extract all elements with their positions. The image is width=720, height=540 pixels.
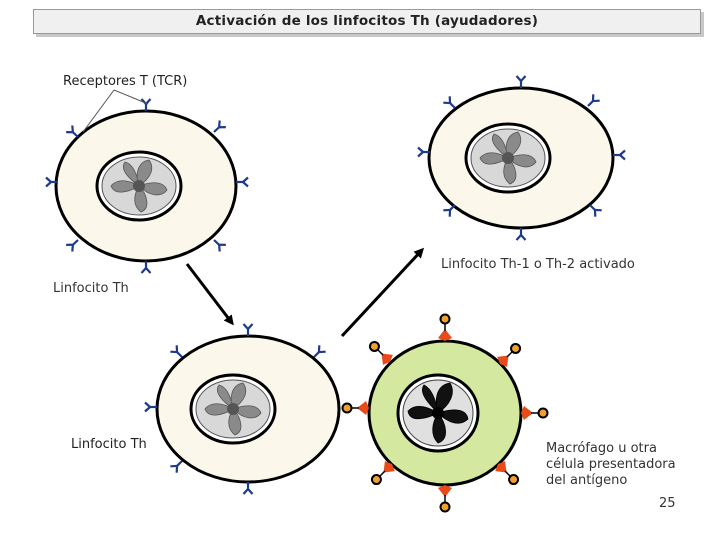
th-cell-top-label: Linfocito Th bbox=[53, 281, 129, 296]
title-bar: Activación de los linfocitos Th (ayudado… bbox=[33, 9, 701, 34]
receptors-label: Receptores T (TCR) bbox=[63, 74, 188, 89]
arrow-down bbox=[185, 263, 234, 326]
slide-title: Activación de los linfocitos Th (ayudado… bbox=[195, 13, 539, 29]
th-cell-bottom bbox=[143, 322, 341, 496]
activated-cell-label: Linfocito Th-1 o Th-2 activado bbox=[441, 257, 635, 272]
th-cell-top-left bbox=[44, 97, 250, 275]
receptor-pointer-lines bbox=[82, 89, 149, 133]
activated-cell bbox=[416, 74, 627, 242]
macrophage-cell bbox=[341, 313, 549, 513]
arrow-up bbox=[340, 247, 425, 338]
nucleus bbox=[189, 373, 277, 445]
macrophage-label-line3: del antígeno bbox=[546, 473, 628, 488]
macrophage-label-line1: Macrófago u otra bbox=[546, 441, 657, 456]
nucleus bbox=[396, 373, 480, 453]
th-cell-bottom-label: Linfocito Th bbox=[71, 437, 147, 452]
macrophage-label-line2: célula presentadora bbox=[546, 457, 676, 472]
nucleus bbox=[464, 122, 552, 194]
page-number: 25 bbox=[659, 496, 676, 511]
nucleus bbox=[95, 150, 183, 222]
